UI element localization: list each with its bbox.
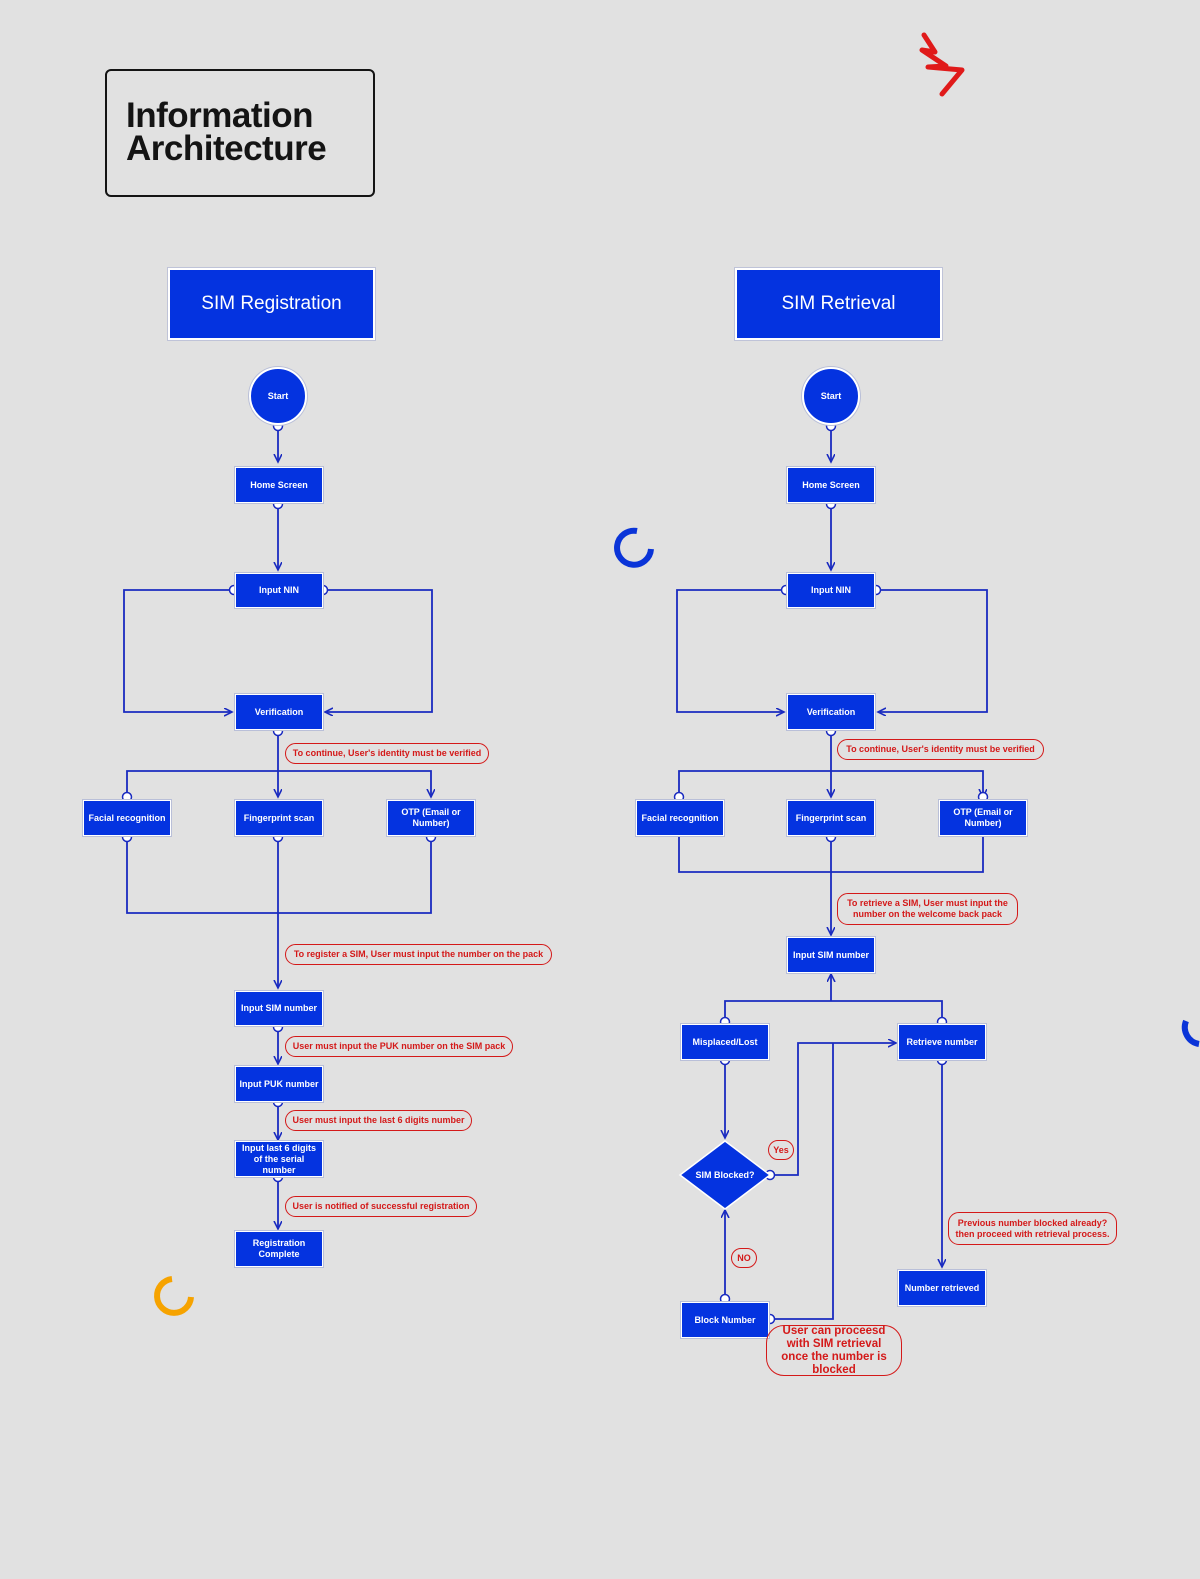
title-line-1: Information	[126, 96, 313, 135]
registration-input-serial-node: Input last 6 digits of the serial number	[235, 1141, 323, 1177]
retrieval-retrieve-number-node: Retrieve number	[898, 1024, 986, 1060]
registration-input-sim-node: Input SIM number	[235, 991, 323, 1026]
blue-arc-decoration-right	[1181, 1019, 1200, 1047]
retrieval-otp-node: OTP (Email or Number)	[939, 800, 1027, 836]
blue-arc-decoration	[614, 527, 654, 568]
registration-fingerprint-scan-node: Fingerprint scan	[235, 800, 323, 836]
registration-verification-node: Verification	[235, 694, 323, 730]
retrieval-verification-node: Verification	[787, 694, 875, 730]
decision-diamond	[678, 1140, 772, 1210]
retrieval-input-sim-node: Input SIM number	[787, 937, 875, 973]
retrieval-sim-blocked-decision: SIM Blocked?	[695, 1169, 755, 1180]
retrieval-facial-recognition-node: Facial recognition	[636, 800, 724, 836]
title-card: Information Architecture	[105, 69, 375, 197]
registration-note-register: To register a SIM, User must input the n…	[285, 944, 552, 965]
registration-complete-node: Registration Complete	[235, 1231, 323, 1267]
sim-retrieval-header: SIM Retrieval	[735, 268, 942, 340]
registration-otp-node: OTP (Email or Number)	[387, 800, 475, 836]
registration-note-puk: User must input the PUK number on the SI…	[285, 1036, 513, 1057]
retrieval-note-retrieve: To retrieve a SIM, User must input the n…	[837, 893, 1018, 925]
retrieval-input-nin-node: Input NIN	[787, 573, 875, 608]
retrieval-yes-label: Yes	[768, 1140, 794, 1160]
registration-note-notified: User is notified of successful registrat…	[285, 1196, 477, 1217]
title-line-2: Architecture	[126, 129, 327, 168]
orange-arc-decoration	[154, 1276, 194, 1316]
registration-note-verify: To continue, User's identity must be ver…	[285, 743, 489, 764]
retrieval-fingerprint-scan-node: Fingerprint scan	[787, 800, 875, 836]
registration-facial-recognition-node: Facial recognition	[83, 800, 171, 836]
retrieval-no-label: NO	[731, 1248, 757, 1268]
red-squiggle-decoration	[919, 32, 965, 97]
registration-start-node: Start	[249, 367, 307, 425]
retrieval-misplaced-lost-node: Misplaced/Lost	[681, 1024, 769, 1060]
retrieval-note-verify: To continue, User's identity must be ver…	[837, 739, 1044, 760]
retrieval-start-node: Start	[802, 367, 860, 425]
retrieval-number-retrieved-node: Number retrieved	[898, 1270, 986, 1306]
registration-note-serial: User must input the last 6 digits number	[285, 1110, 472, 1131]
registration-home-screen-node: Home Screen	[235, 467, 323, 503]
registration-input-puk-node: Input PUK number	[235, 1066, 323, 1102]
retrieval-note-proceed: User can proceesd with SIM retrieval onc…	[766, 1325, 902, 1376]
retrieval-home-screen-node: Home Screen	[787, 467, 875, 503]
retrieval-block-number-node: Block Number	[681, 1302, 769, 1338]
registration-input-nin-node: Input NIN	[235, 573, 323, 608]
retrieval-note-blocked-already: Previous number blocked already? then pr…	[948, 1212, 1117, 1245]
sim-registration-header: SIM Registration	[168, 268, 375, 340]
